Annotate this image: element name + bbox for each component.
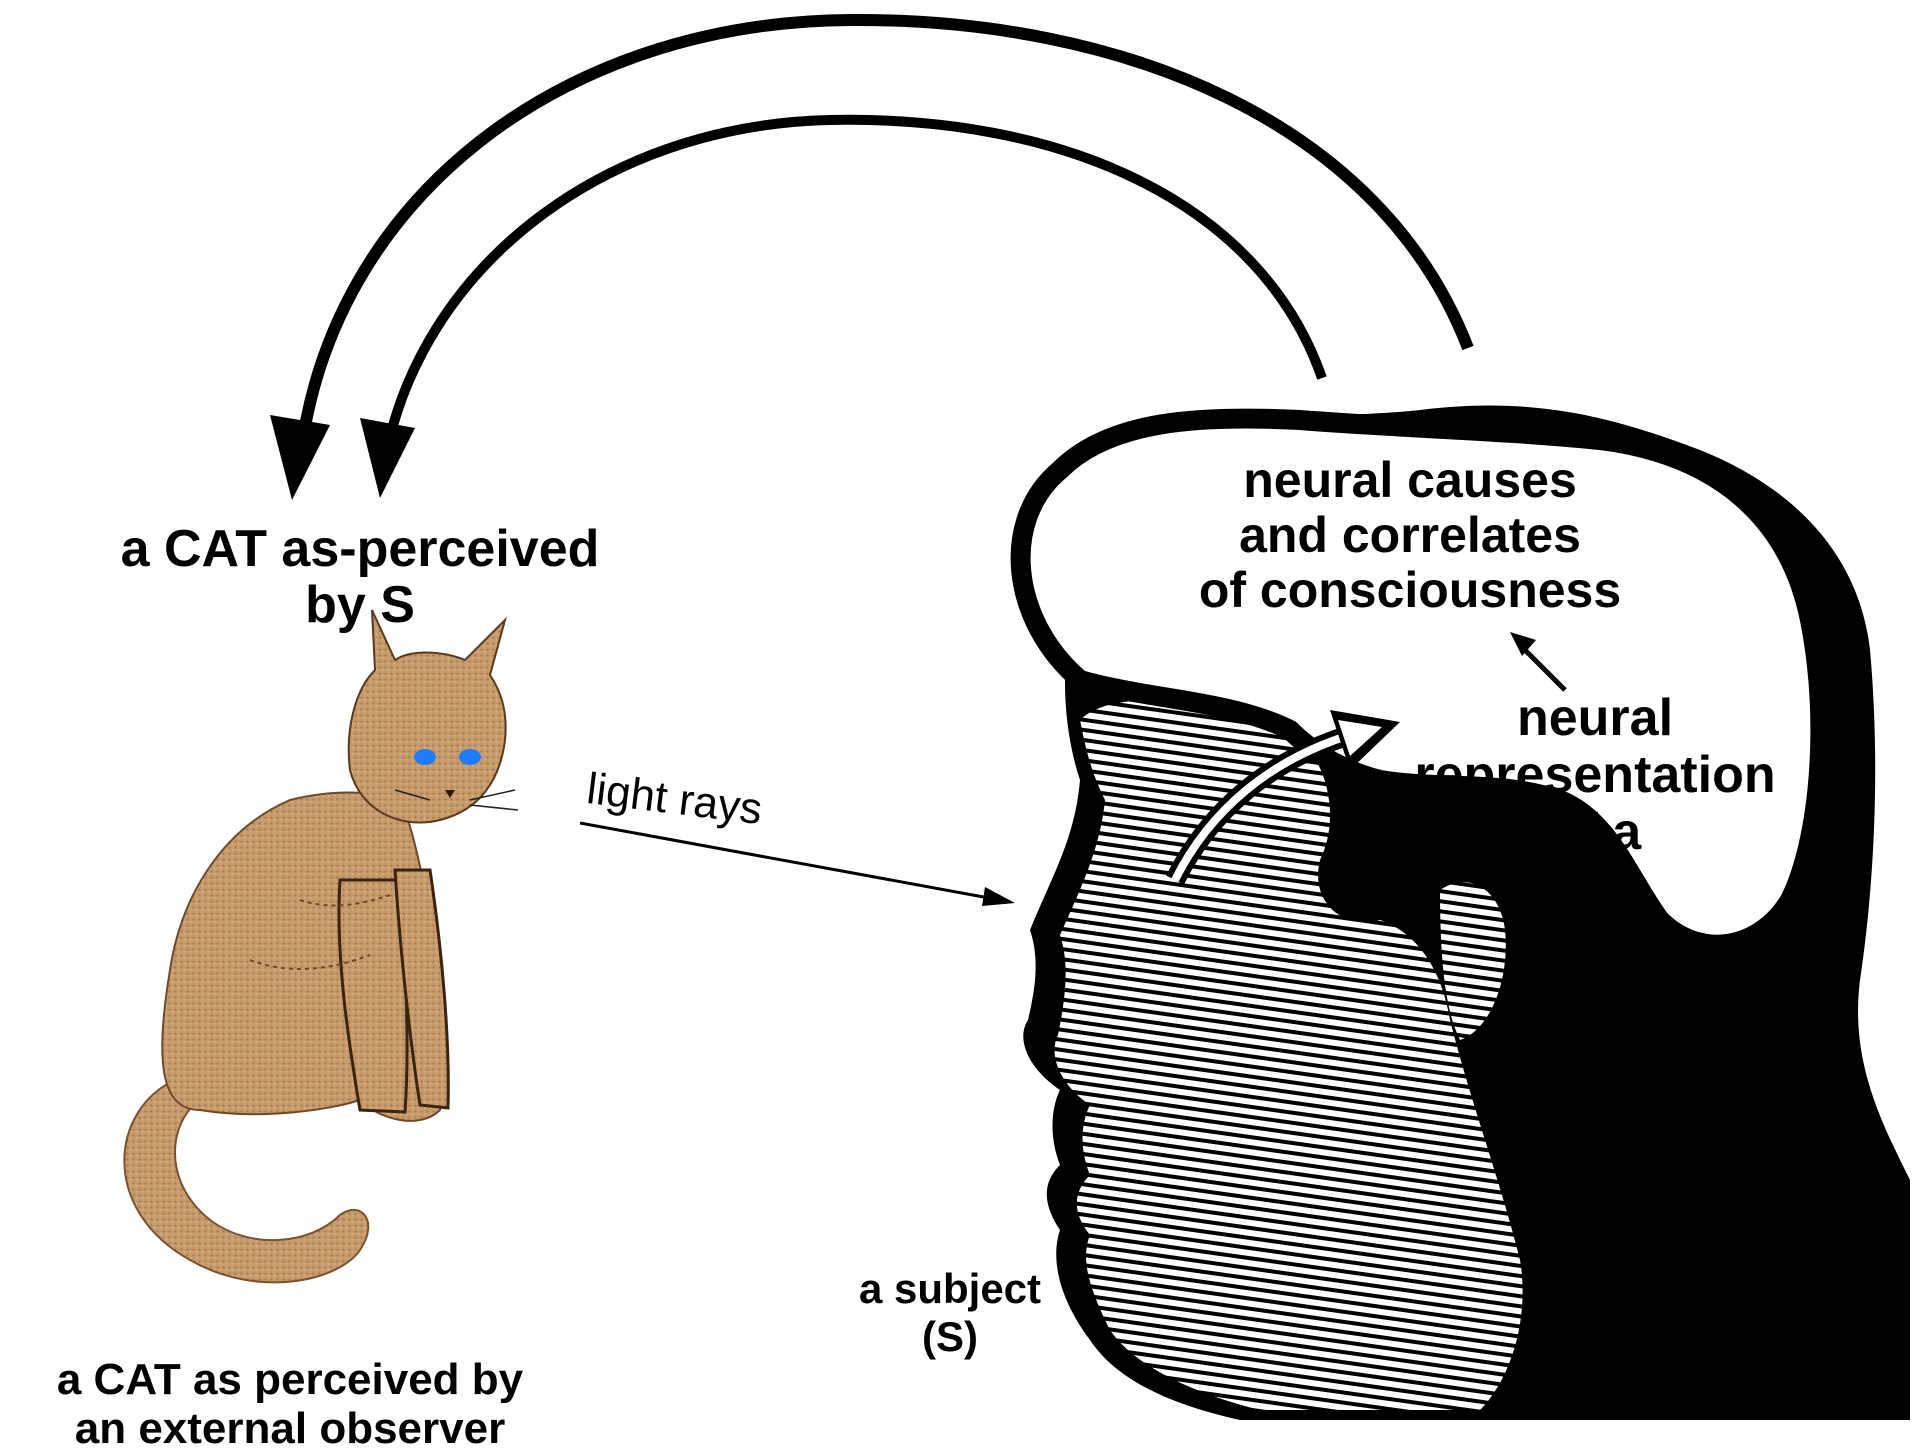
cat-as-perceived-by-s-label: a CAT as-perceived by S [60,522,660,633]
neural-representation-label: neural representation of a cat [1360,690,1830,919]
subject-label: a subject (S) [800,1265,1100,1362]
light-rays-arrowhead [982,887,1015,906]
neural-causes-label: neural causes and correlates of consciou… [1120,453,1700,618]
cat-as-perceived-by-observer-label: a CAT as perceived by an external observ… [0,1355,580,1454]
inner-arrowhead [360,418,415,498]
outer-arrowhead [270,415,330,500]
outer-arc-arrow [300,20,1468,460]
inner-arc-arrow [385,120,1322,460]
cat-illustration [124,610,518,1282]
